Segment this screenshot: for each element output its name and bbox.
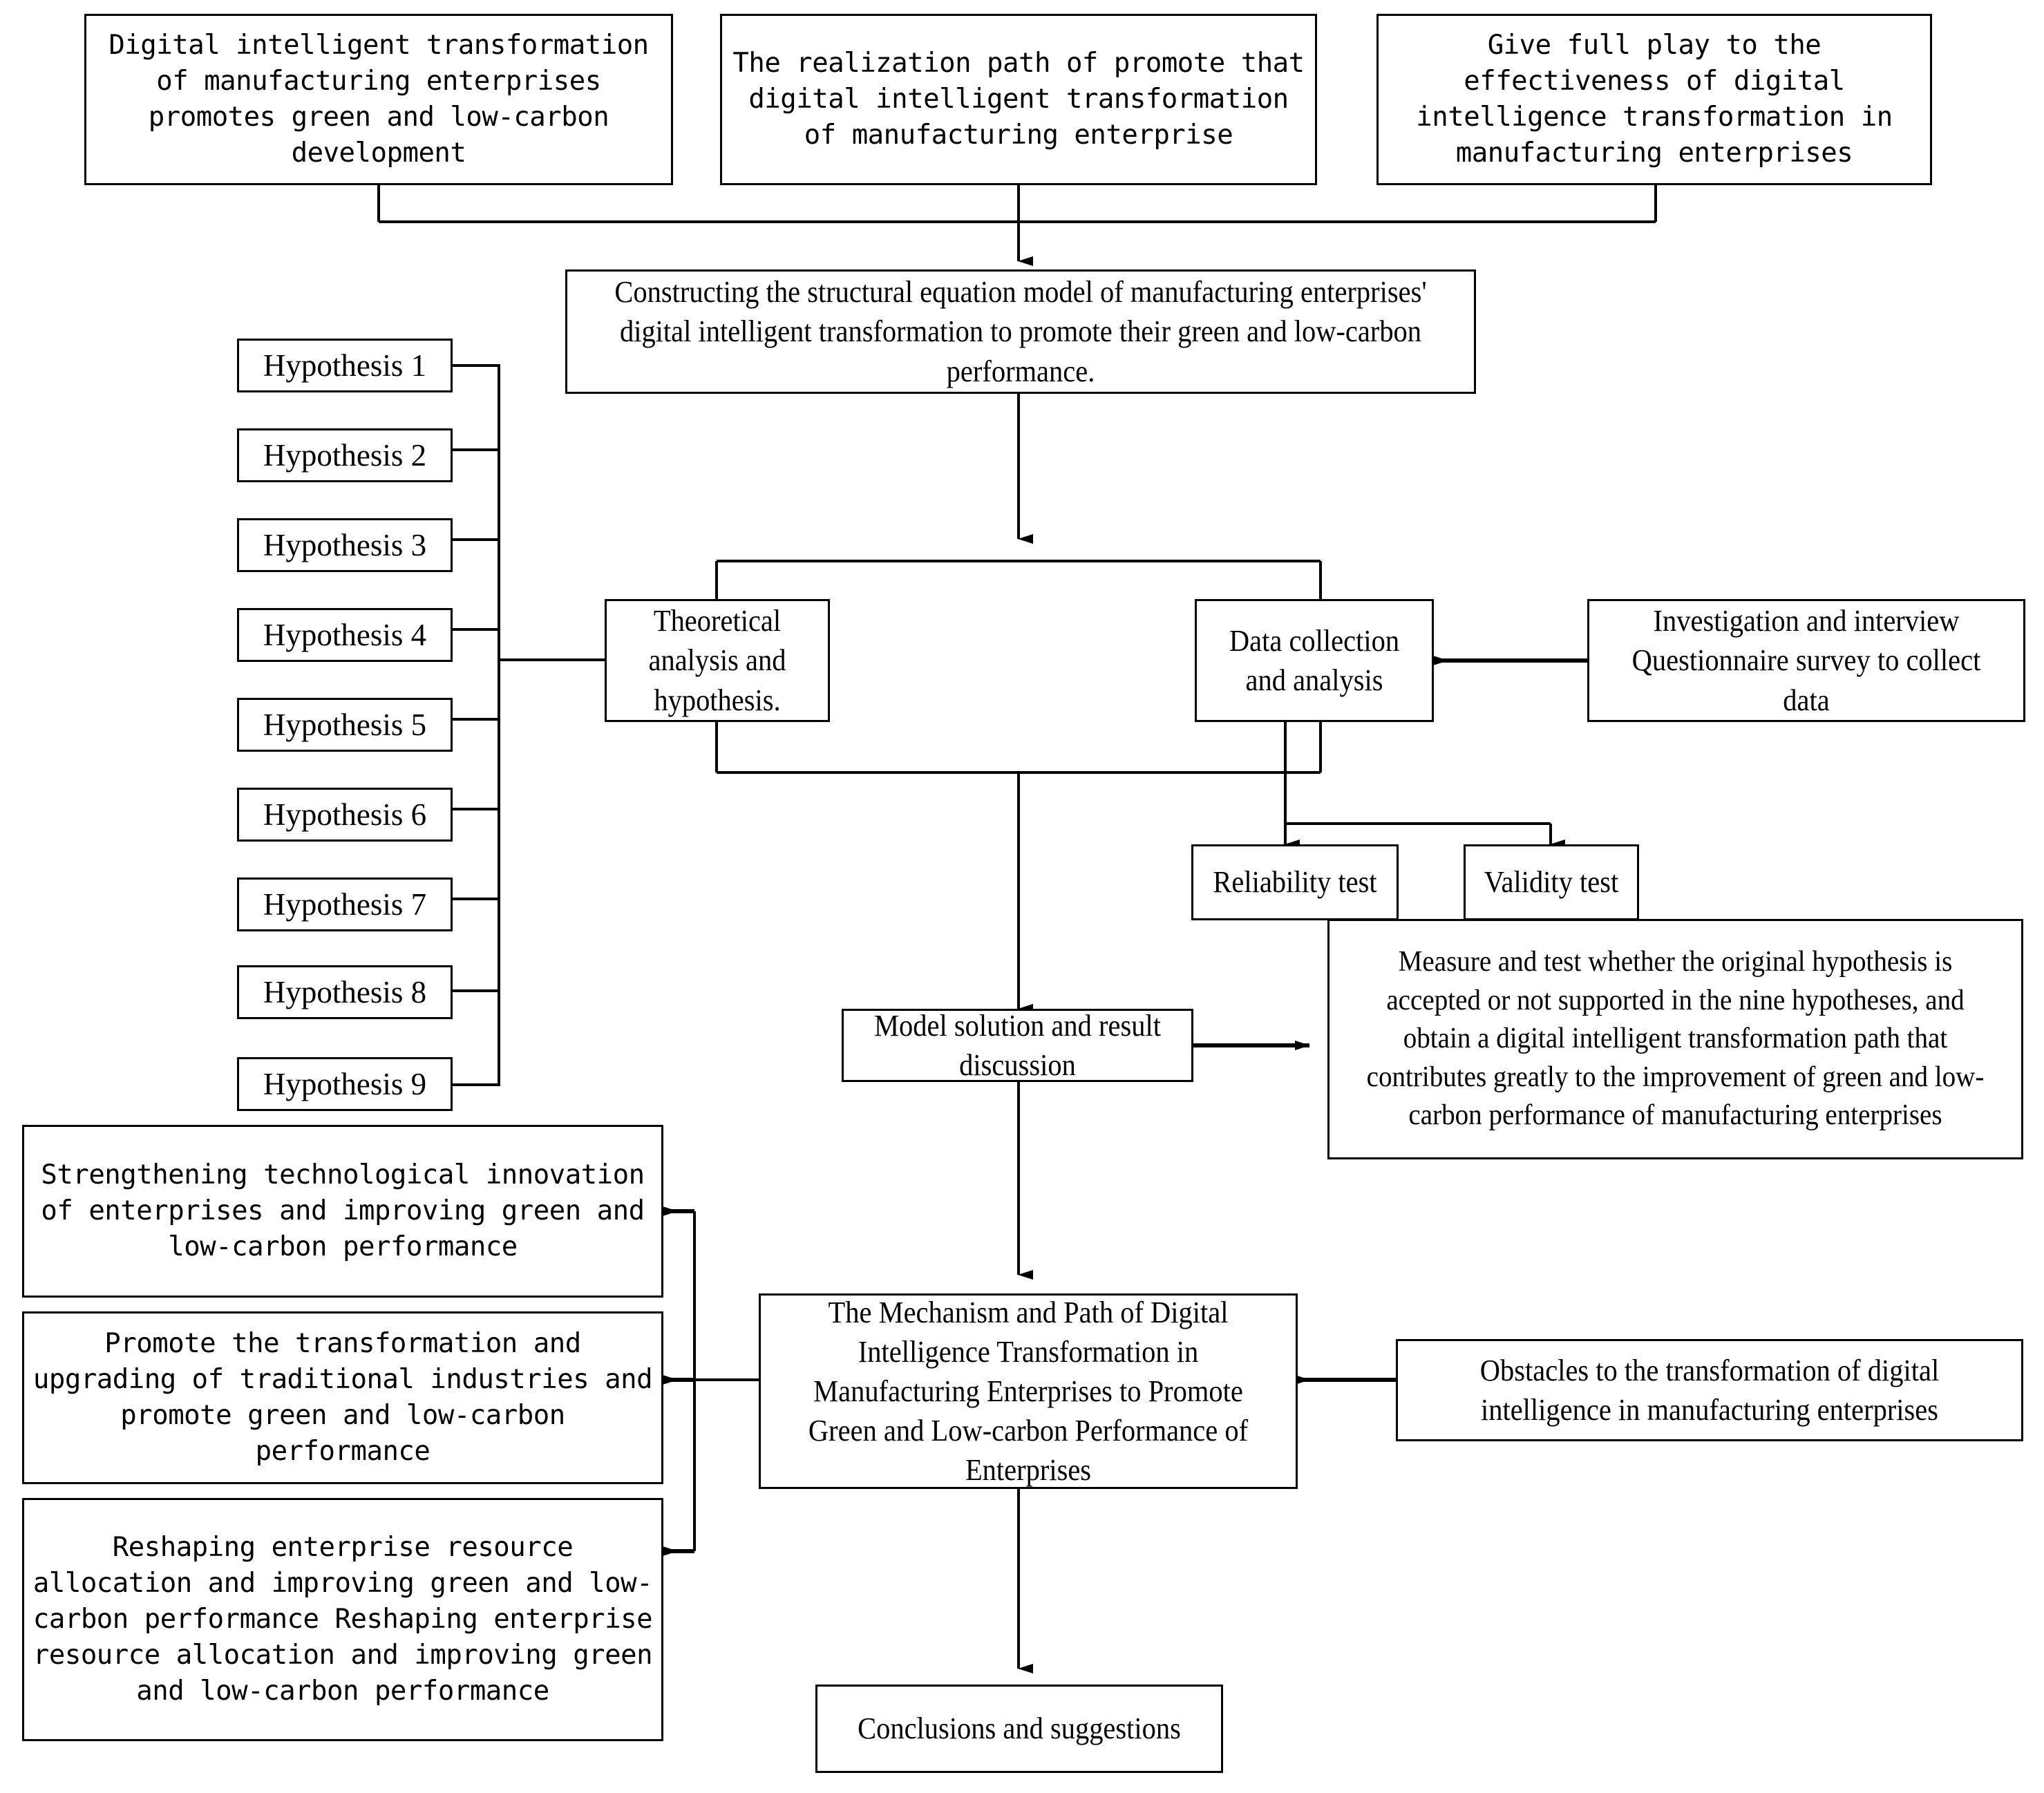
topic-box-2[interactable]: The realization path of promote that dig… [720,14,1317,185]
reliability-test-box[interactable]: Reliability test [1191,844,1399,920]
mechanism-box[interactable]: The Mechanism and Path of Digital Intell… [759,1293,1298,1489]
hypothesis-box-8[interactable]: Hypothesis 8 [237,965,453,1019]
recommendation-3-label: Reshaping enterprise resource allocation… [32,1532,653,1707]
survey-label: Investigation and interview Questionnair… [1631,604,1981,717]
model-construction-box[interactable]: Constructing the structural equation mod… [565,269,1476,394]
obstacles-label: Obstacles to the transformation of digit… [1479,1353,1940,1427]
validity-test-label: Validity test [1484,865,1619,900]
hypothesis-8-label: Hypothesis 8 [263,974,427,1009]
test-bus [1284,722,1551,825]
topic-box-3[interactable]: Give full play to the effectiveness of d… [1376,14,1932,185]
hypothesis-box-1[interactable]: Hypothesis 1 [237,339,453,392]
measure-test-label: Measure and test whether the original hy… [1366,946,1985,1132]
survey-box[interactable]: Investigation and interview Questionnair… [1587,599,2025,722]
method-split-bus [715,560,1322,599]
theoretical-analysis-box[interactable]: Theoretical analysis and hypothesis. [605,599,830,722]
hypothesis-box-3[interactable]: Hypothesis 3 [237,518,453,572]
conclusions-label: Conclusions and suggestions [858,1711,1181,1746]
data-collection-box[interactable]: Data collection and analysis [1195,599,1434,722]
top-bus-wires [377,185,1657,223]
recommendation-2-label: Promote the transformation and upgrading… [32,1328,653,1467]
conclusions-box[interactable]: Conclusions and suggestions [815,1685,1223,1773]
obstacles-box[interactable]: Obstacles to the transformation of digit… [1396,1339,2023,1441]
reliability-test-label: Reliability test [1213,865,1377,900]
hypothesis-box-4[interactable]: Hypothesis 4 [237,608,453,662]
method-join-bus [715,722,1322,774]
hypothesis-box-5[interactable]: Hypothesis 5 [237,698,453,752]
hypothesis-2-label: Hypothesis 2 [263,437,427,473]
topic-box-2-label: The realization path of promote that dig… [732,48,1305,151]
mechanism-label: The Mechanism and Path of Digital Intell… [808,1295,1249,1488]
model-solution-box[interactable]: Model solution and result discussion [842,1009,1193,1082]
hypothesis-6-label: Hypothesis 6 [263,797,427,832]
topic-box-1-label: Digital intelligent transformation of ma… [108,30,649,169]
hypotheses-bus [453,364,605,1086]
recommendation-box-3[interactable]: Reshaping enterprise resource allocation… [22,1498,663,1741]
hypothesis-box-7[interactable]: Hypothesis 7 [237,877,453,931]
hypothesis-3-label: Hypothesis 3 [263,527,427,562]
theoretical-analysis-label: Theoretical analysis and hypothesis. [648,604,786,717]
validity-test-box[interactable]: Validity test [1464,844,1639,920]
recommendation-box-1[interactable]: Strengthening technological innovation o… [22,1125,663,1298]
hypothesis-box-2[interactable]: Hypothesis 2 [237,428,453,482]
hypothesis-box-6[interactable]: Hypothesis 6 [237,788,453,842]
recommendation-bus [693,1211,759,1551]
hypothesis-5-label: Hypothesis 5 [263,707,427,742]
topic-box-1[interactable]: Digital intelligent transformation of ma… [84,14,673,185]
hypothesis-box-9[interactable]: Hypothesis 9 [237,1057,453,1111]
model-construction-label: Constructing the structural equation mod… [614,275,1427,388]
model-solution-label: Model solution and result discussion [874,1009,1161,1082]
measure-test-box[interactable]: Measure and test whether the original hy… [1327,919,2023,1159]
hypothesis-7-label: Hypothesis 7 [263,886,427,922]
hypothesis-4-label: Hypothesis 4 [263,617,427,652]
topic-box-3-label: Give full play to the effectiveness of d… [1416,30,1893,169]
recommendation-box-2[interactable]: Promote the transformation and upgrading… [22,1311,663,1484]
recommendation-1-label: Strengthening technological innovation o… [41,1159,645,1262]
data-collection-label: Data collection and analysis [1229,623,1400,697]
hypothesis-1-label: Hypothesis 1 [263,348,427,383]
hypothesis-9-label: Hypothesis 9 [263,1066,427,1101]
